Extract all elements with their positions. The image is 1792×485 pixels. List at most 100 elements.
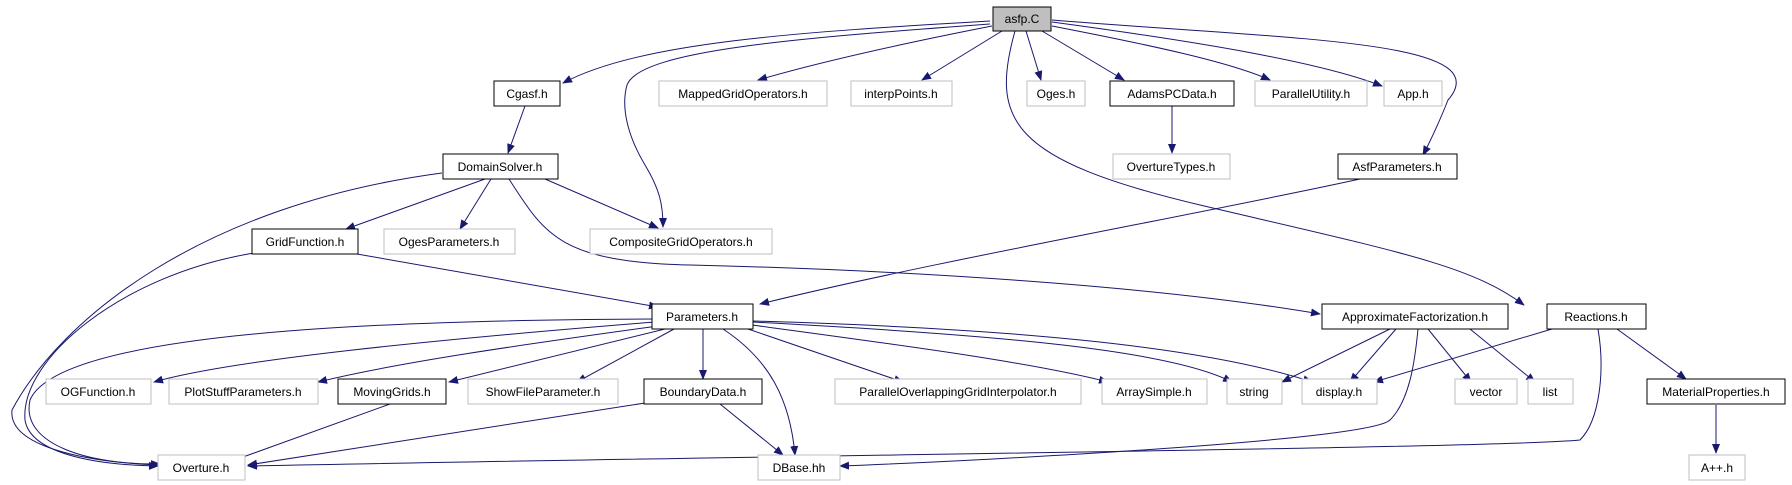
edge-parameters-h-to-display-h	[751, 320, 1313, 383]
node-boundarydata-h[interactable]: BoundaryData.h	[643, 378, 763, 405]
node-dbase-hh[interactable]: DBase.hh	[757, 454, 841, 481]
node-ogesparameters-h[interactable]: OgesParameters.h	[383, 228, 516, 255]
node-label: A++.h	[1701, 461, 1733, 475]
edge-movinggrids-h-to-overture-h	[231, 403, 391, 462]
edge-reactions-h-to-display-h	[1373, 328, 1553, 384]
node-string[interactable]: string	[1226, 378, 1283, 405]
node-label: ArraySimple.h	[1116, 385, 1191, 399]
node-label: AsfParameters.h	[1352, 160, 1441, 174]
edge-parameters-h-to-ogfunction-h	[153, 321, 656, 384]
node-label: DBase.hh	[773, 461, 826, 475]
node-label: MovingGrids.h	[353, 385, 430, 399]
edge-domainsolver-h-to-approximatefactorization-h	[508, 178, 1321, 317]
node-label: Overture.h	[173, 461, 230, 475]
edge-parameters-h-to-showfileparameter-h	[576, 328, 675, 383]
node-parameters-h[interactable]: Parameters.h	[651, 303, 754, 330]
node-label: ShowFileParameter.h	[486, 385, 601, 399]
node-label: vector	[1470, 385, 1503, 399]
node-vector[interactable]: vector	[1454, 378, 1518, 405]
edge-asfp-c-to-compositegridoperators-h	[624, 23, 991, 228]
edge-asfparameters-h-to-parameters-h	[759, 178, 1361, 306]
node-compositegridoperators-h[interactable]: CompositeGridOperators.h	[589, 228, 773, 255]
node-overturetypes-h[interactable]: OvertureTypes.h	[1112, 153, 1231, 180]
edge-approximatefactorization-h-to-display-h	[1349, 328, 1397, 383]
node-label: GridFunction.h	[266, 235, 345, 249]
edge-boundarydata-h-to-dbase-hh	[719, 403, 784, 456]
node-label: DomainSolver.h	[458, 160, 543, 174]
node-label: BoundaryData.h	[660, 385, 747, 399]
node-label: Reactions.h	[1564, 310, 1627, 324]
edge-parameters-h-to-movinggrids-h	[448, 328, 666, 384]
edge-gridfunction-h-to-parameters-h	[356, 253, 659, 310]
node-showfileparameter-h[interactable]: ShowFileParameter.h	[467, 378, 619, 405]
node-asfparameters-h[interactable]: AsfParameters.h	[1337, 153, 1458, 180]
edge-domainsolver-h-to-compositegridoperators-h	[544, 178, 659, 229]
node-label: PlotStuffParameters.h	[184, 385, 301, 399]
node-adamspcdata-h[interactable]: AdamsPCData.h	[1109, 80, 1235, 107]
node-reactions-h[interactable]: Reactions.h	[1546, 303, 1647, 330]
node-parallelutility-h[interactable]: ParallelUtility.h	[1254, 80, 1368, 107]
node-label: list	[1543, 385, 1558, 399]
node-asfp-c[interactable]: asfp.C	[992, 6, 1052, 32]
node-label: Parameters.h	[666, 310, 738, 324]
node-interppoints-h[interactable]: interpPoints.h	[850, 80, 953, 107]
node-app-h[interactable]: App.h	[1383, 80, 1443, 107]
edge-parameters-h-to-arraysimple-h	[751, 324, 1109, 384]
edge-approximatefactorization-h-to-list	[1469, 328, 1536, 383]
edge-parameters-h-to-plotstuffparameters-h	[317, 325, 659, 384]
node-label: MappedGridOperators.h	[678, 87, 807, 101]
node-label: display.h	[1316, 385, 1362, 399]
node-label: OgesParameters.h	[399, 235, 500, 249]
node-overture-h[interactable]: Overture.h	[157, 454, 246, 481]
node-label: MaterialProperties.h	[1662, 385, 1769, 399]
edge-asfp-c-to-mappedgridoperators-h	[757, 25, 993, 82]
node-appplusplus-h[interactable]: A++.h	[1688, 454, 1746, 481]
node-domainsolver-h[interactable]: DomainSolver.h	[442, 153, 559, 180]
edge-approximatefactorization-h-to-dbase-hh	[839, 328, 1419, 470]
edge-asfp-c-to-asfparameters-h	[1051, 19, 1457, 156]
node-display-h[interactable]: display.h	[1301, 378, 1378, 405]
edge-approximatefactorization-h-to-string	[1281, 328, 1391, 383]
edge-approximatefactorization-h-to-vector	[1427, 328, 1472, 383]
edge-gridfunction-h-to-overture-h	[24, 252, 255, 470]
node-arraysimple-h[interactable]: ArraySimple.h	[1101, 378, 1208, 405]
edge-asfp-c-to-reactions-h	[1005, 30, 1525, 306]
node-mappedgridoperators-h[interactable]: MappedGridOperators.h	[658, 80, 828, 107]
edge-domainsolver-h-to-gridfunction-h	[345, 178, 486, 230]
edge-asfp-c-to-parallelutility-h	[1051, 25, 1271, 81]
node-label: Cgasf.h	[506, 87, 547, 101]
node-materialproperties-h[interactable]: MaterialProperties.h	[1646, 378, 1786, 405]
edge-asfp-c-to-adamspcdata-h	[1041, 30, 1125, 81]
node-label: string	[1239, 385, 1268, 399]
node-label: CompositeGridOperators.h	[609, 235, 752, 249]
node-label: interpPoints.h	[864, 87, 937, 101]
edge-asfp-c-to-cgasf-h	[562, 20, 991, 84]
node-label: OGFunction.h	[61, 385, 136, 399]
edge-parameters-h-to-dbase-hh	[722, 328, 799, 456]
edge-parameters-h-to-paralleloverlappinggridinterpolator-h	[747, 328, 904, 383]
node-label: Oges.h	[1037, 87, 1076, 101]
node-label: ParallelUtility.h	[1272, 87, 1350, 101]
node-oges-h[interactable]: Oges.h	[1026, 80, 1086, 107]
nodes: asfp.C Cgasf.h MappedGridOperators.h int…	[45, 6, 1786, 481]
edge-domainsolver-h-to-overture-h	[11, 172, 443, 469]
node-ogfunction-h[interactable]: OGFunction.h	[45, 378, 152, 405]
edge-asfp-c-to-oges-h	[1025, 30, 1043, 81]
node-cgasf-h[interactable]: Cgasf.h	[493, 80, 561, 107]
edge-cgasf-h-to-domainsolver-h	[507, 105, 526, 154]
node-approximatefactorization-h[interactable]: ApproximateFactorization.h	[1321, 303, 1509, 330]
node-paralleloverlappinggridinterpolator-h[interactable]: ParallelOverlappingGridInterpolator.h	[834, 378, 1082, 405]
edge-parameters-h-to-string	[751, 321, 1233, 383]
node-label: ApproximateFactorization.h	[1342, 310, 1488, 324]
node-gridfunction-h[interactable]: GridFunction.h	[251, 228, 359, 255]
edges	[11, 19, 1720, 470]
edge-domainsolver-h-to-ogesparameters-h	[459, 178, 492, 230]
edge-reactions-h-to-overture-h	[247, 328, 1602, 470]
node-list[interactable]: list	[1527, 378, 1574, 405]
edge-parameters-h-to-overture-h	[28, 318, 656, 469]
edge-boundarydata-h-to-overture-h	[247, 402, 646, 468]
node-label: AdamsPCData.h	[1127, 87, 1216, 101]
node-movinggrids-h[interactable]: MovingGrids.h	[337, 378, 447, 405]
node-plotstuffparameters-h[interactable]: PlotStuffParameters.h	[168, 378, 319, 405]
